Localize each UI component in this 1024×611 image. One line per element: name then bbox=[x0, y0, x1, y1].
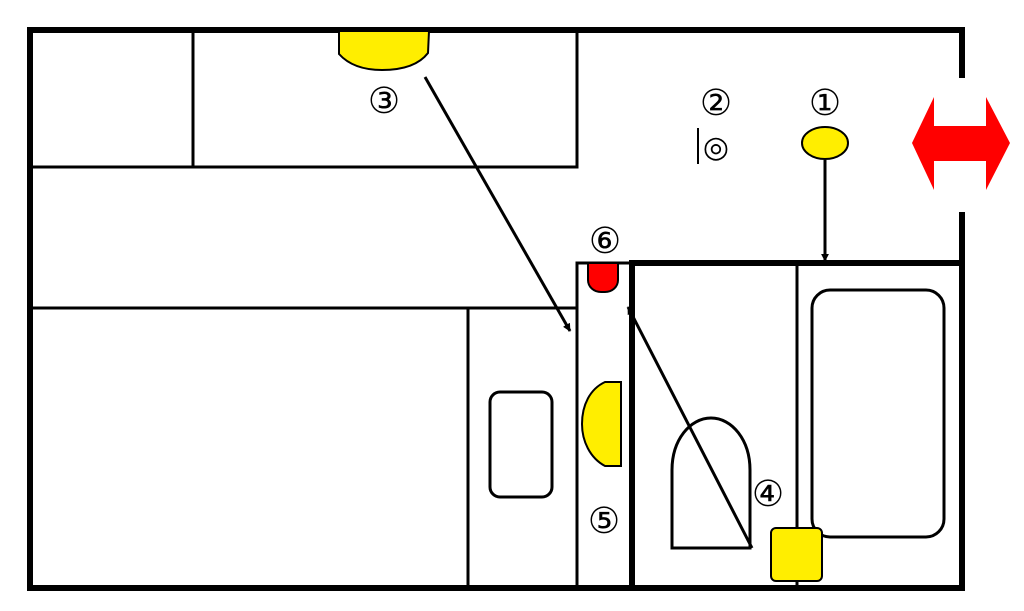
arrow-4-to-6 bbox=[626, 306, 754, 549]
device-3-yellow bbox=[338, 30, 431, 72]
label-1: ① bbox=[809, 83, 841, 124]
arrow-3-to-5 bbox=[423, 76, 572, 332]
double-headed-arrow-icon bbox=[912, 97, 1010, 190]
label-6: ⑥ bbox=[589, 221, 621, 262]
label-3: ③ bbox=[368, 81, 400, 122]
device-5-yellow bbox=[580, 381, 622, 467]
device-1-yellow bbox=[801, 126, 849, 160]
label-5: ⑤ bbox=[588, 501, 620, 542]
device-6-red bbox=[587, 262, 619, 293]
toilet bbox=[670, 416, 752, 550]
washbasin bbox=[488, 390, 554, 499]
label-2: ② bbox=[700, 83, 732, 124]
label-4: ④ bbox=[752, 474, 784, 515]
bathtub bbox=[810, 288, 946, 539]
double-circle-icon: ◎ bbox=[703, 130, 729, 165]
device-4-yellow bbox=[770, 527, 823, 582]
interior-walls bbox=[28, 28, 965, 591]
